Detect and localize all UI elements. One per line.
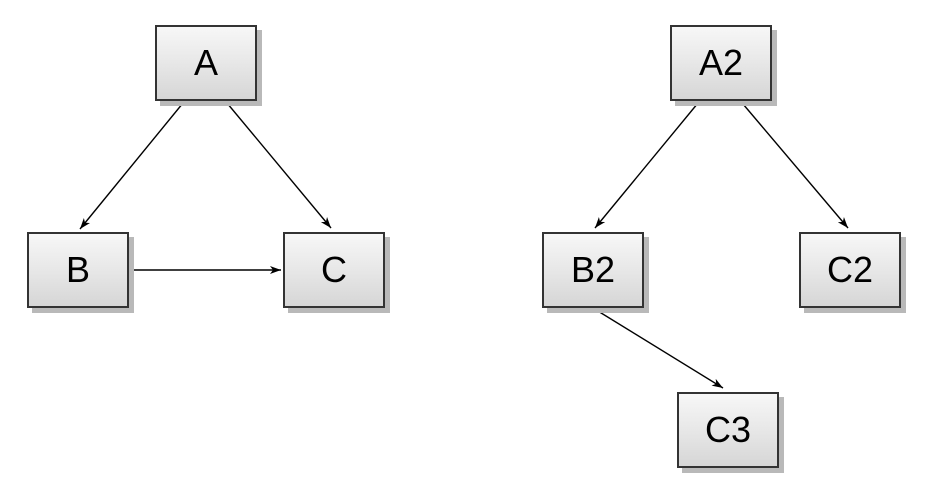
node-C3: C3 xyxy=(677,392,779,468)
node-label: A2 xyxy=(698,42,744,83)
edge-A-B xyxy=(79,102,184,230)
edge-A2-B2 xyxy=(594,102,699,229)
node-label: B xyxy=(65,249,90,290)
node-C: C xyxy=(283,232,385,308)
node-label: B2 xyxy=(570,249,616,290)
edge-B2-C3 xyxy=(592,307,724,389)
edge-A2-C2 xyxy=(742,103,849,229)
node-C2: C2 xyxy=(799,232,901,308)
node-A: A xyxy=(155,25,257,101)
node-label: C3 xyxy=(704,409,752,450)
node-A2: A2 xyxy=(670,25,772,101)
node-label: A xyxy=(193,42,218,83)
node-label: C2 xyxy=(826,249,874,290)
edge-A-C xyxy=(226,102,332,229)
node-B: B xyxy=(27,232,129,308)
node-label: C xyxy=(321,249,347,290)
node-B2: B2 xyxy=(542,232,644,308)
